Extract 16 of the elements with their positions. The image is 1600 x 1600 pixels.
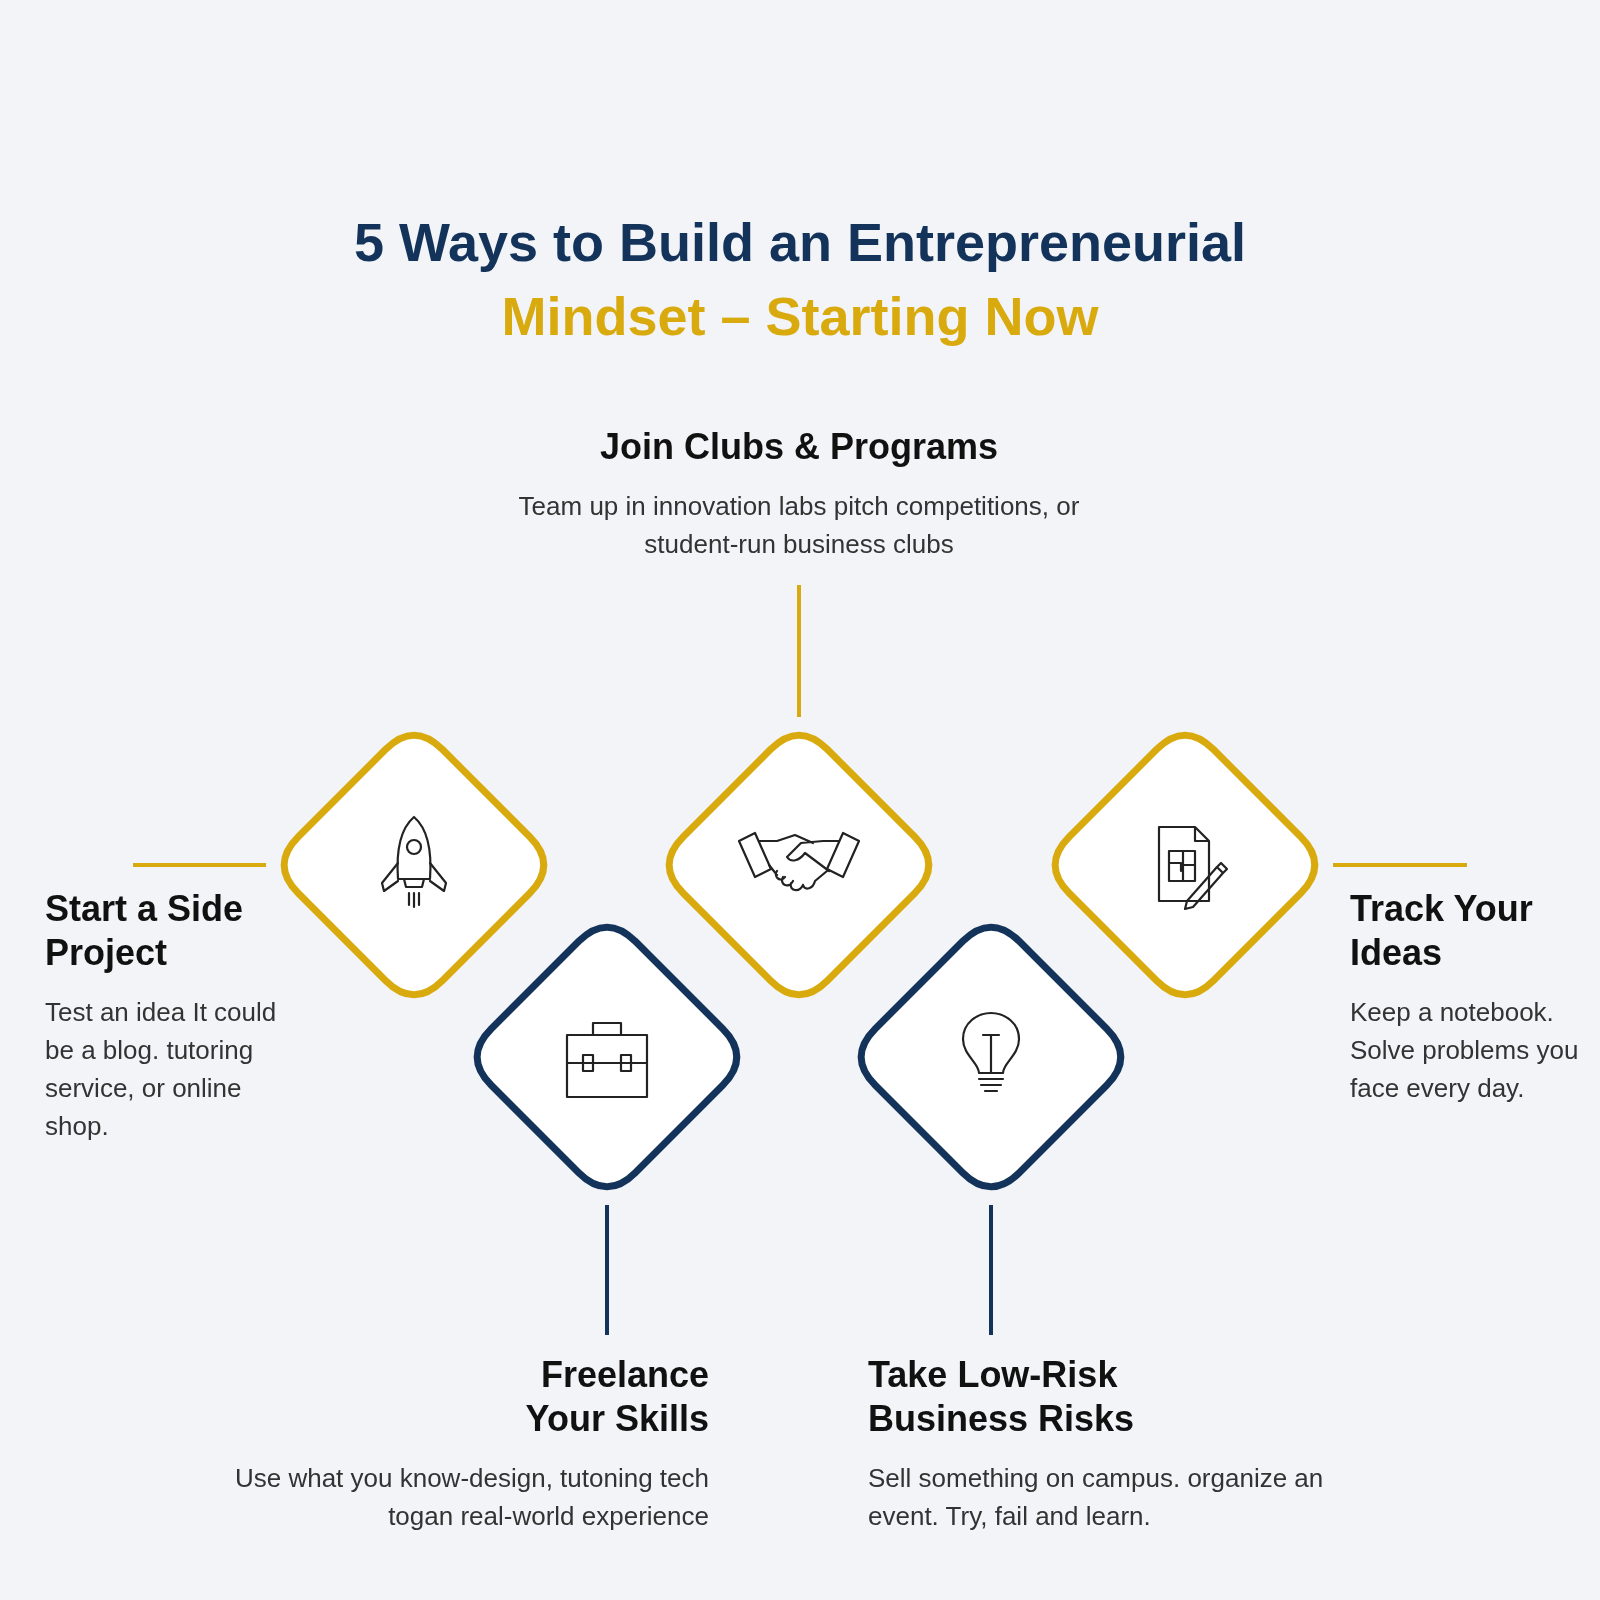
description: Keep a notebook. Solve problems you face every day. [1350, 996, 1580, 1105]
connector-line [133, 863, 266, 867]
heading: Take Low-Risk Business Risks [868, 1353, 1136, 1441]
description: Test an idea It could be a blog. tutoring service, or online shop. [45, 996, 278, 1143]
description: Sell something on campus. organize an event. Try, fail and learn. [868, 1462, 1325, 1533]
heading: Join Clubs & Programs [598, 425, 1000, 469]
heading: Start a Side Project [45, 887, 245, 975]
description: Team up in innovation labs pitch competitions, or student-run business clubs [517, 490, 1081, 561]
connector-line [989, 1205, 993, 1335]
title: 5 Ways to Build an Entrepreneurial Mindset – Starting Now [352, 211, 1248, 348]
description: Use what you know-design, tutoning tech togan real-world experience [233, 1462, 709, 1533]
heading: Freelance Your Skills [524, 1353, 709, 1441]
connector-line [605, 1205, 609, 1335]
heading: Track Your Ideas [1350, 887, 1534, 975]
connector-line [797, 585, 801, 717]
connector-line [1333, 863, 1467, 867]
